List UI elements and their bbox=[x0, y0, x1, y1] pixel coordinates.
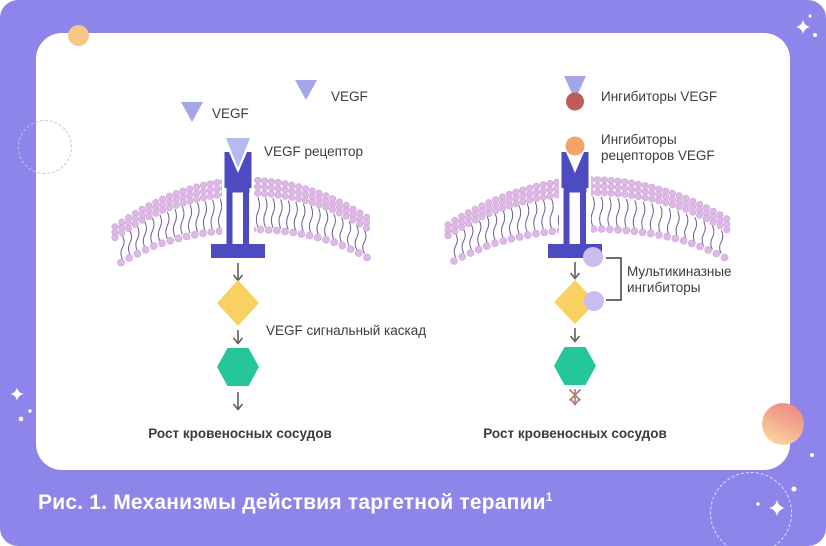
figure-card bbox=[36, 33, 790, 470]
multikinase-inhibitors-label: Мультикиназные ингибиторы bbox=[627, 264, 732, 295]
vegf-receptor-label: VEGF рецептор bbox=[264, 144, 363, 159]
outcome-label-left: Рост кровеносных сосудов bbox=[148, 426, 332, 441]
vegf-inhibitors-label: Ингибиторы VEGF bbox=[601, 89, 718, 104]
sparkle-icon-left bbox=[10, 387, 32, 422]
caption-reference-mark: 1 bbox=[545, 490, 553, 504]
signal-cascade-label: VEGF сигнальный каскад bbox=[266, 323, 427, 338]
receptor-inhibitors-label: Ингибиторы рецепторов VEGF bbox=[601, 132, 715, 163]
orange-dot-decoration bbox=[68, 25, 89, 46]
sparkle-icon-top-right bbox=[796, 14, 817, 37]
dashed-circle-decoration-left bbox=[18, 120, 72, 174]
vegf-label: VEGF bbox=[212, 106, 249, 121]
vegf-label: VEGF bbox=[331, 89, 368, 104]
gradient-sphere-icon bbox=[762, 403, 804, 445]
outcome-label-right: Рост кровеносных сосудов bbox=[483, 426, 667, 441]
dashed-circle-decoration-bottom-right bbox=[710, 472, 792, 546]
figure-caption: Рис. 1. Механизмы действия таргетной тер… bbox=[38, 490, 553, 514]
